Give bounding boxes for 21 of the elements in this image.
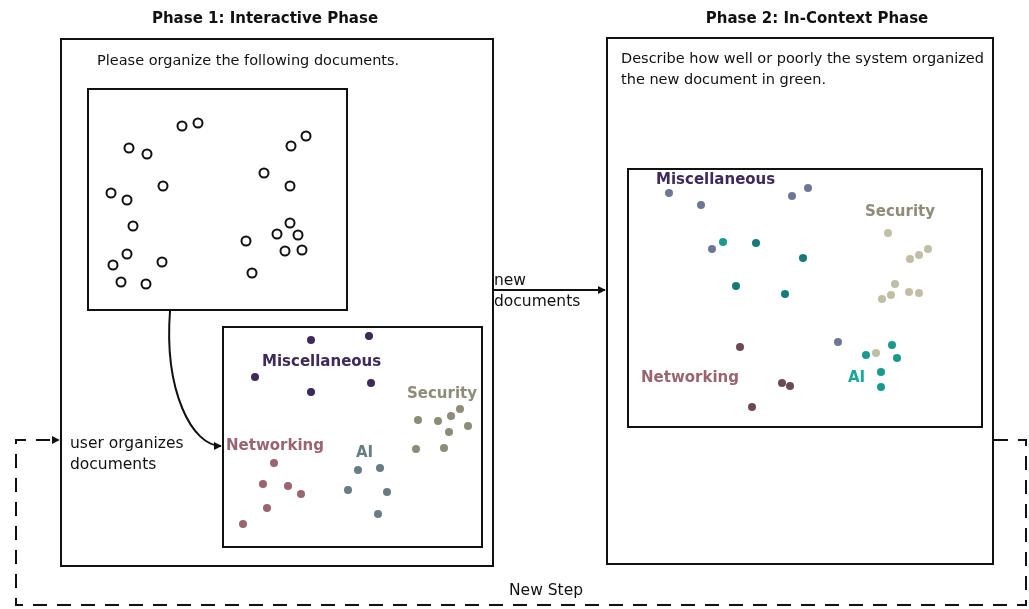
phase-title: Phase 2: In-Context Phase (704, 9, 930, 27)
cluster-label: Networking (641, 368, 739, 386)
edge-label: New Step (507, 580, 586, 601)
arrow (493, 286, 606, 294)
curved-arrow (168, 310, 222, 449)
instruction-text: Describe how well or poorly the system organized the new document in green. (621, 49, 985, 89)
edge-label: user organizes documents (70, 433, 185, 475)
cluster-label: AI (356, 443, 374, 461)
cluster-label: Security (865, 202, 936, 220)
phase-title: Phase 1: Interactive Phase (150, 9, 380, 27)
cluster-label: Miscellaneous (656, 170, 776, 188)
instruction-text: Please organize the following documents. (97, 51, 401, 70)
dashed-arrow (15, 436, 1027, 606)
cluster-label: AI (848, 368, 866, 386)
cluster-map-box (222, 326, 483, 548)
cluster-label: Networking (226, 436, 324, 454)
cluster-label: Miscellaneous (262, 352, 382, 370)
cluster-label: Security (407, 384, 478, 402)
edge-label: new documents (494, 270, 582, 312)
document-scatter-box (87, 88, 348, 311)
cluster-map-box (627, 168, 983, 428)
